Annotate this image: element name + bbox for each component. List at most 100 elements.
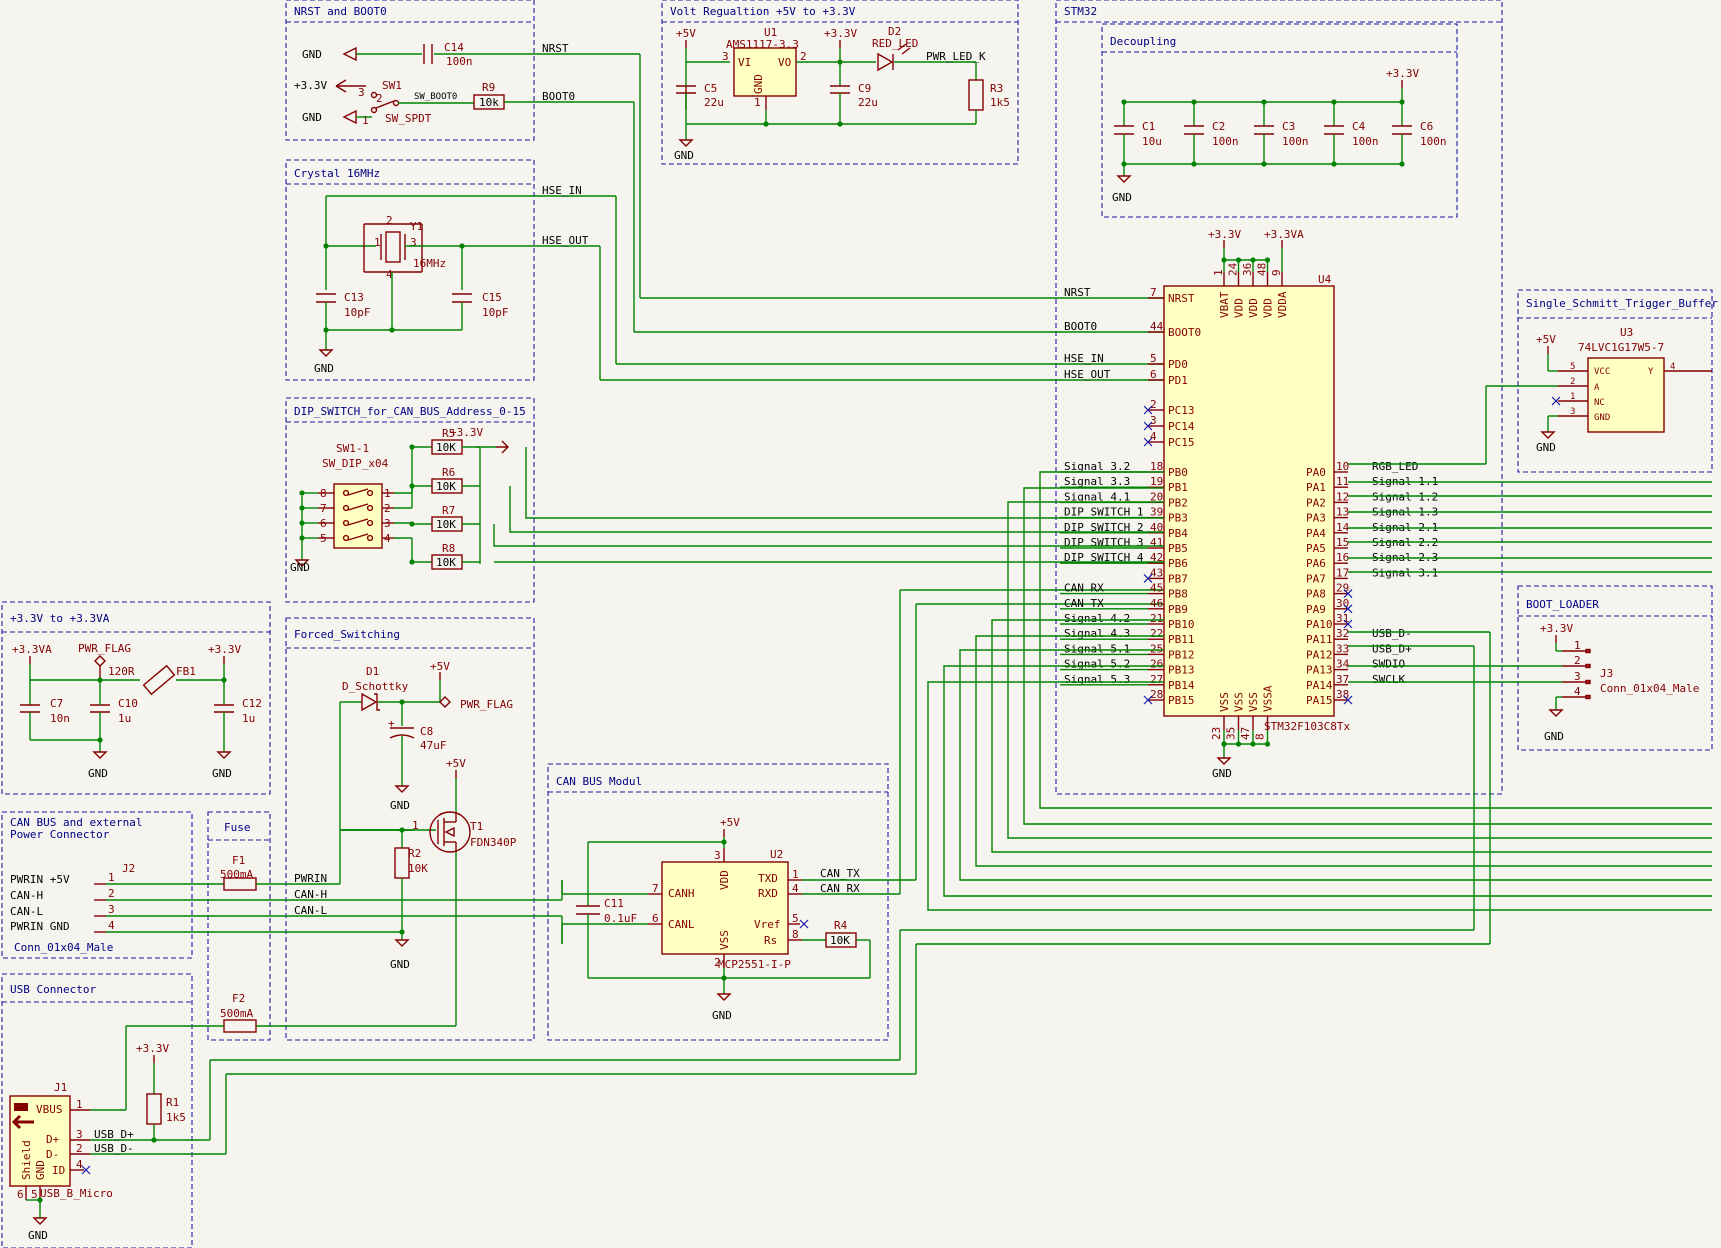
svg-text:8: 8 xyxy=(792,928,799,941)
v5-label: +5V xyxy=(676,27,696,40)
svg-text:VI: VI xyxy=(738,56,751,69)
c2-value: 100n xyxy=(1212,135,1239,148)
block-title-can-conn-2: Power Connector xyxy=(10,828,110,841)
r9-ref: R9 xyxy=(482,81,495,94)
sw1-1-ref: SW1-1 xyxy=(336,442,369,455)
j2-pin-label-4: PWRIN GND xyxy=(10,920,70,933)
gnd-symbol xyxy=(1216,757,1232,765)
stm32-pin-pb9: PB9 xyxy=(1168,603,1188,616)
pwr-flag-icon xyxy=(94,655,106,667)
block-title-fuse: Fuse xyxy=(224,821,251,834)
svg-text:GND: GND xyxy=(1594,413,1610,423)
stm32-net-label: HSE_OUT xyxy=(1064,368,1111,381)
r3-ref: R3 xyxy=(990,82,1003,95)
gnd-label: GND xyxy=(314,362,334,375)
schottky-diode-icon xyxy=(361,692,378,712)
svg-text:3: 3 xyxy=(1570,407,1575,417)
mosfet-t1 xyxy=(429,811,471,853)
stm32-net-label: Signal 5.2 xyxy=(1064,658,1130,671)
svg-text:4: 4 xyxy=(76,1158,83,1171)
c7-ref: C7 xyxy=(50,697,63,710)
sw1-1-value: SW_DIP_x04 xyxy=(322,457,389,470)
svg-text:2: 2 xyxy=(1570,377,1575,387)
r2-ref: R2 xyxy=(408,847,421,860)
pwr-flag-label: PWR_FLAG xyxy=(78,642,131,655)
net-label-pwr-led-k: PWR_LED_K xyxy=(926,50,986,63)
block-title-schmitt: Single_Schmitt_Trigger_Buffer xyxy=(1526,297,1718,310)
stm32-net-label: Signal 3.2 xyxy=(1064,460,1130,473)
stm32-pin-pb3: PB3 xyxy=(1168,512,1188,525)
c14-value: 100n xyxy=(446,55,473,68)
volt-regulation-circuit: +5V U1 AMS1117-3.3 VI VO GND 3 2 1 C5 22… xyxy=(674,25,1010,162)
block-title-volt: Volt Regualtion +5V to +3.3V xyxy=(670,5,856,18)
stm32-pin-num: 40 xyxy=(1150,521,1163,534)
block-title-usb: USB Connector xyxy=(10,983,96,996)
net-label-pwrin: PWRIN xyxy=(294,872,327,885)
svg-text:4: 4 xyxy=(108,919,115,932)
stm32-pin-pb13: PB13 xyxy=(1168,664,1195,677)
stm32-net-label: USB_D- xyxy=(1372,627,1412,640)
stm32-pin-pd0: PD0 xyxy=(1168,358,1188,371)
block-title-v33-v33a: +3.3V to +3.3VA xyxy=(10,612,110,625)
r9-value: 10k xyxy=(479,96,499,109)
stm32-pin-vss: VSS xyxy=(1233,692,1246,712)
stm32-pin-pb5: PB5 xyxy=(1168,542,1188,555)
can-connector-circuit: J2 PWRIN +5V CAN-H CAN-L PWRIN GND Conn_… xyxy=(10,854,563,1033)
signal-bus xyxy=(493,386,1712,911)
c6-value: 100n xyxy=(1420,135,1447,148)
gnd-label: GND xyxy=(28,1229,48,1242)
f1-value: 500mA xyxy=(220,868,253,881)
stm32-pin-vdd: VDD xyxy=(1233,298,1246,318)
r4-ref: R4 xyxy=(834,919,848,932)
pwr-flag-icon xyxy=(439,696,451,708)
c9-value: 22u xyxy=(858,96,878,109)
stm32-pin-pa10: PA10 xyxy=(1306,618,1333,631)
gnd-label: GND xyxy=(1112,191,1132,204)
r7-ref: R7 xyxy=(442,504,455,517)
t1-ref: T1 xyxy=(470,820,483,833)
stm32-pin-num: 19 xyxy=(1150,475,1163,488)
svg-text:D-: D- xyxy=(46,1148,59,1161)
c10-ref: C10 xyxy=(118,697,138,710)
net-label-hse-in: HSE_IN xyxy=(542,184,582,197)
stm32-pin-pb12: PB12 xyxy=(1168,648,1195,661)
stm32-pin-pc13: PC13 xyxy=(1168,404,1195,417)
stm32-pin-pa7: PA7 xyxy=(1306,572,1326,585)
c1-ref: C1 xyxy=(1142,120,1155,133)
gnd-label: GND xyxy=(302,111,322,124)
stm32-pin-num: 39 xyxy=(1150,506,1163,519)
v33-label: +3.3V xyxy=(824,27,857,40)
svg-text:GND: GND xyxy=(752,74,765,94)
svg-text:1: 1 xyxy=(76,1098,83,1111)
gnd-label: GND xyxy=(1212,767,1232,780)
stm32-pin-num: 8 xyxy=(1254,733,1267,740)
svg-text:CANL: CANL xyxy=(668,918,695,931)
j3-value: Conn_01x04_Male xyxy=(1600,682,1699,695)
gnd-label: GND xyxy=(390,958,410,971)
net-label-usb-dp: USB_D+ xyxy=(94,1128,134,1141)
block-title-bootloader: BOOT_LOADER xyxy=(1526,598,1599,611)
v33-to-v33a-circuit: +3.3VA PWR_FLAG 120R FB1 +3.3V GND GND C… xyxy=(12,642,262,780)
stm32-pin-pa1: PA1 xyxy=(1306,481,1326,494)
block-title-canbus: CAN BUS Modul xyxy=(556,775,642,788)
stm32-pin-vss: VSS xyxy=(1218,692,1231,712)
c6-ref: C6 xyxy=(1420,120,1433,133)
stm32-pin-num: 43 xyxy=(1150,566,1163,579)
svg-text:NC: NC xyxy=(1594,398,1605,408)
c4-value: 100n xyxy=(1352,135,1379,148)
svg-text:GND: GND xyxy=(34,1160,47,1180)
stm32-pin-num: 36 xyxy=(1241,263,1254,276)
v5-label: +5V xyxy=(1536,333,1556,346)
gnd-symbol xyxy=(394,939,410,947)
gnd-symbol xyxy=(318,349,334,357)
c1-value: 10u xyxy=(1142,135,1162,148)
stm32-pin-num: 14 xyxy=(1336,521,1350,534)
net-label-can-rx: CAN_RX xyxy=(820,882,860,895)
stm32-pin-num: 11 xyxy=(1336,475,1349,488)
u4-value: STM32F103C8Tx xyxy=(1264,720,1350,733)
v33-label: +3.3V xyxy=(1386,67,1419,80)
svg-text:VSS: VSS xyxy=(718,930,731,950)
f2-ref: F2 xyxy=(232,992,245,1005)
stm32-net-label: DIP_SWITCH_3 xyxy=(1064,536,1143,549)
